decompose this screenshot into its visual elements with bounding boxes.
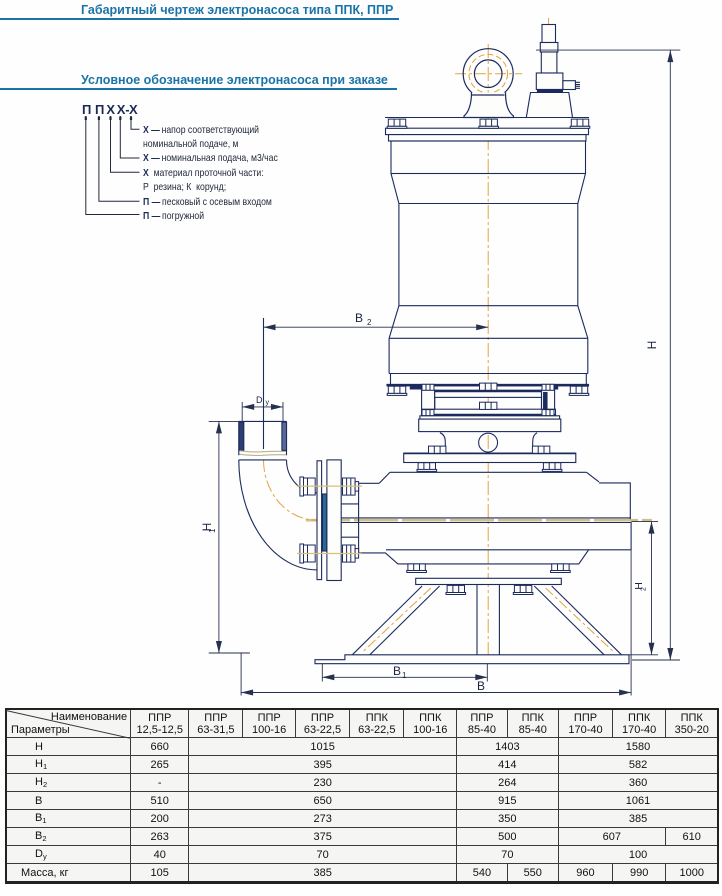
svg-text:2: 2 bbox=[367, 318, 372, 327]
svg-text:2: 2 bbox=[641, 587, 648, 591]
svg-text:H: H bbox=[200, 523, 214, 532]
svg-text:1: 1 bbox=[402, 671, 407, 680]
svg-text:B: B bbox=[393, 664, 401, 678]
svg-text:B: B bbox=[477, 679, 485, 693]
svg-text:у: у bbox=[266, 400, 270, 407]
svg-text:D: D bbox=[256, 395, 263, 405]
svg-text:B: B bbox=[355, 311, 363, 325]
svg-text:H: H bbox=[633, 582, 645, 590]
svg-text:H: H bbox=[645, 341, 659, 350]
svg-text:1: 1 bbox=[208, 528, 217, 533]
